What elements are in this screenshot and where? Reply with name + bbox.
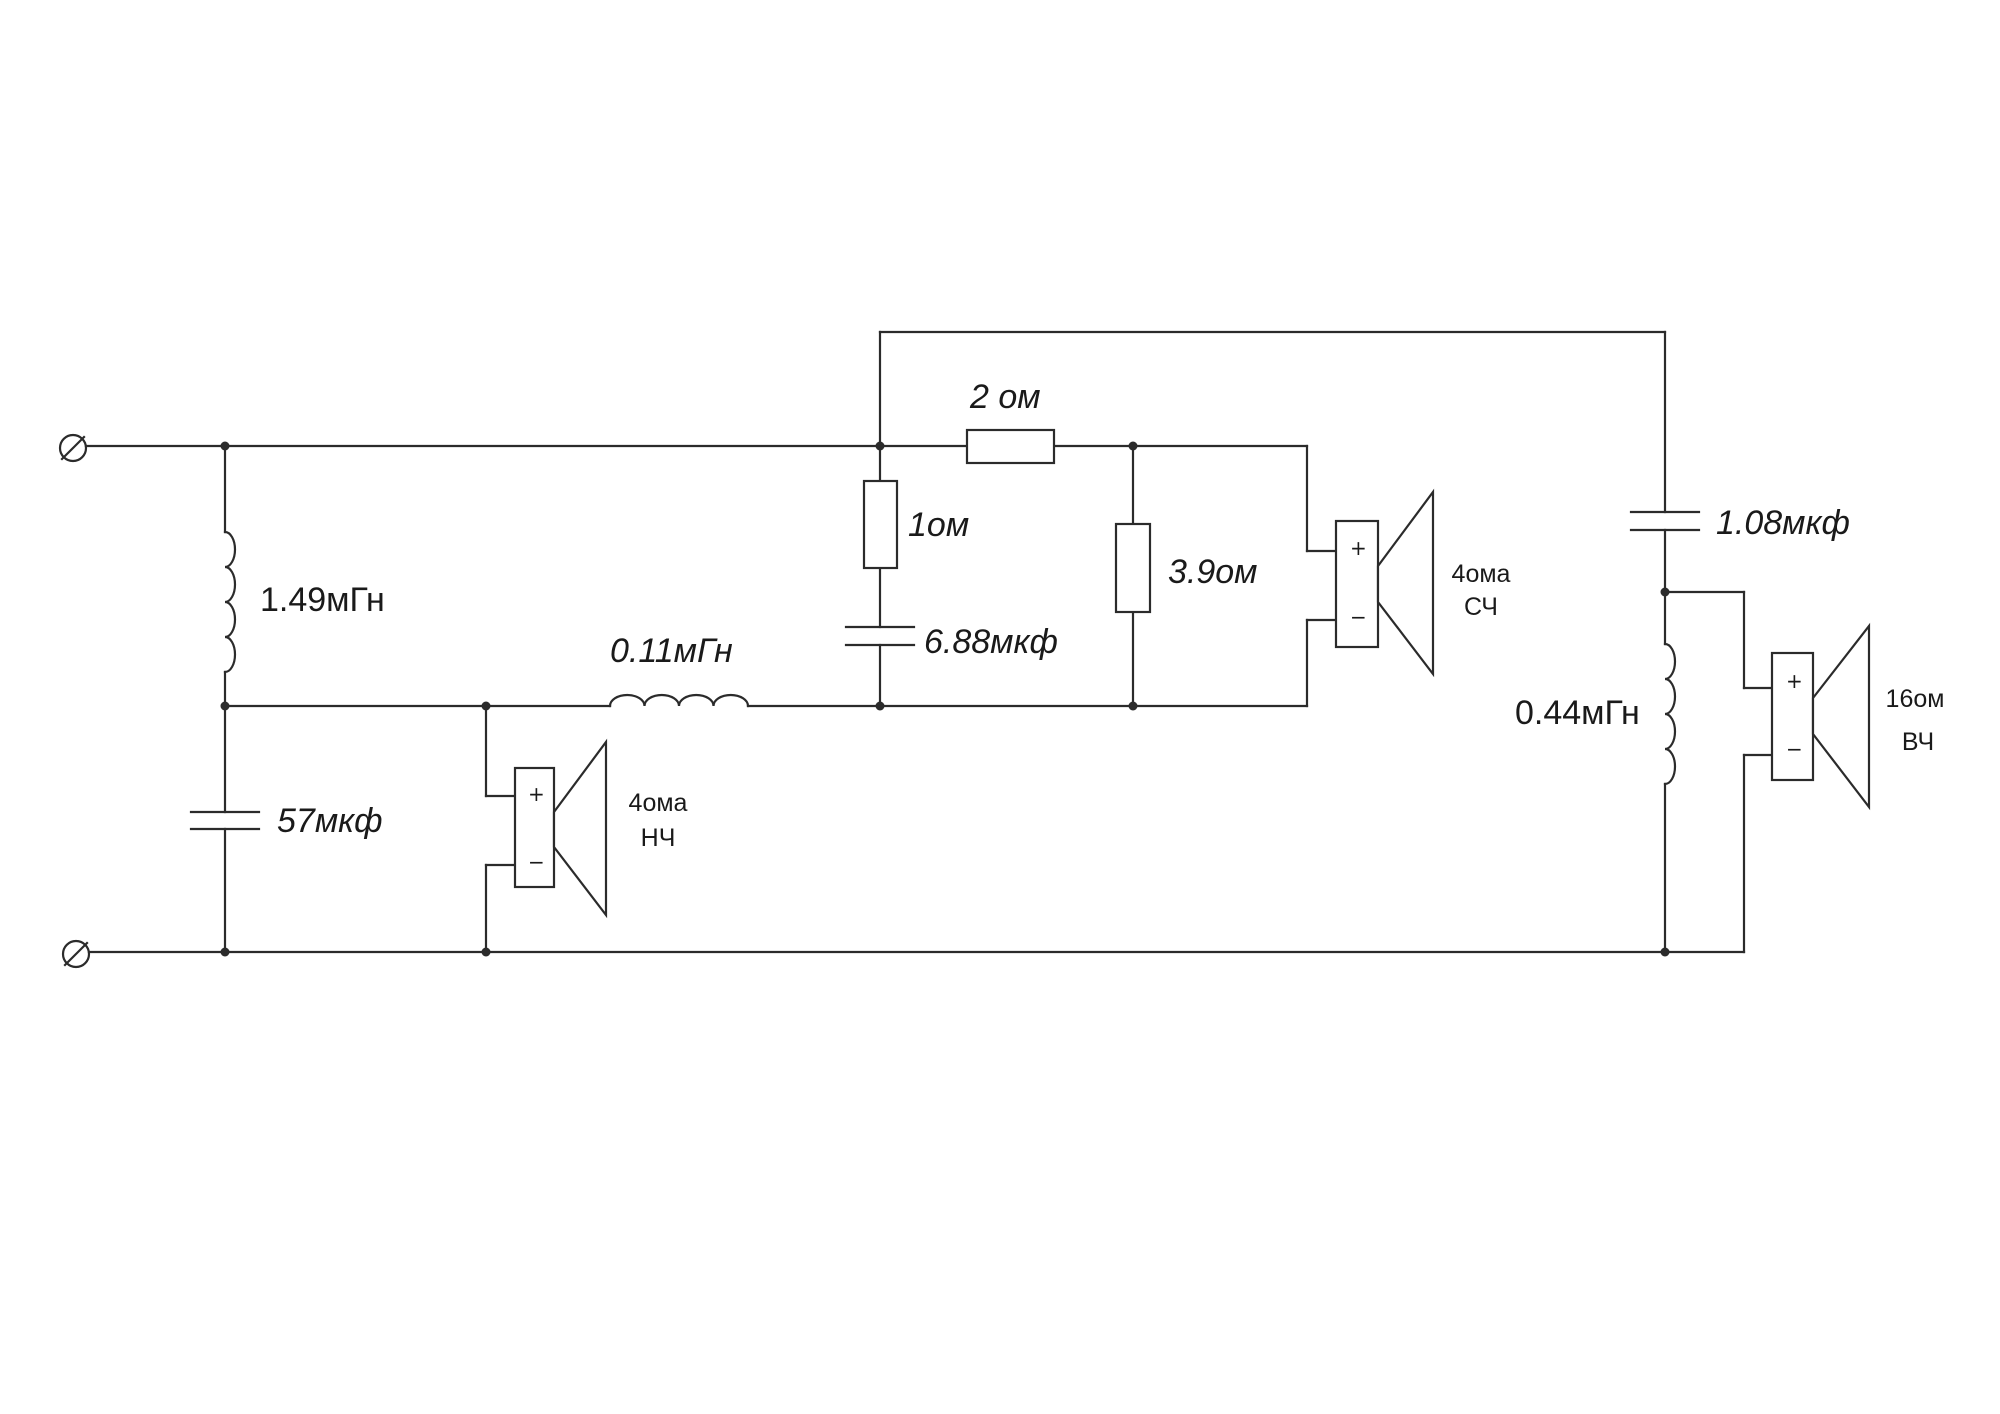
junctions xyxy=(220,441,1670,957)
speaker-low-plus: + xyxy=(528,782,545,806)
r2-label: 2 ом xyxy=(969,378,1041,416)
wires xyxy=(84,330,1774,954)
speaker-high: + − 16ом ВЧ xyxy=(1770,622,1945,811)
c1-label: 57мкф xyxy=(277,802,383,840)
capacitor-c3: 1.08мкф xyxy=(1629,504,1850,542)
l1-label: 1.49мГн xyxy=(260,581,385,619)
speaker-low-minus: − xyxy=(528,850,545,874)
speaker-mid-minus: − xyxy=(1350,605,1367,629)
c3-label: 1.08мкф xyxy=(1716,504,1850,542)
speaker-mid-impedance: 4ома xyxy=(1452,560,1511,588)
inductor-l1: 1.49мГн xyxy=(223,530,385,674)
l3-label: 0.44мГн xyxy=(1515,694,1640,732)
speaker-high-minus: − xyxy=(1786,737,1803,761)
input-terminal-bottom xyxy=(61,939,91,969)
speaker-mid: + − 4ома СЧ xyxy=(1334,488,1511,678)
speaker-low-band: НЧ xyxy=(641,824,676,852)
inductor-l3: 0.44мГн xyxy=(1515,642,1677,786)
capacitor-c2: 6.88мкф xyxy=(844,623,1058,661)
speaker-low: + − 4ома НЧ xyxy=(513,738,688,919)
speaker-high-plus: + xyxy=(1786,669,1803,693)
capacitor-c1: 57мкф xyxy=(189,802,383,840)
speaker-high-impedance: 16ом xyxy=(1886,685,1945,713)
l2-label: 0.11мГн xyxy=(610,632,733,670)
resistor-r2: 2 ом xyxy=(965,378,1056,465)
inductor-l2: 0.11мГн xyxy=(608,632,750,708)
r1-label: 1ом xyxy=(908,506,969,544)
speaker-mid-plus: + xyxy=(1350,536,1367,560)
speaker-high-band: ВЧ xyxy=(1902,728,1934,756)
r3-label: 3.9ом xyxy=(1168,553,1257,591)
resistor-r1: 1ом xyxy=(862,479,969,570)
c2-label: 6.88мкф xyxy=(924,623,1058,661)
input-terminal-top xyxy=(58,433,88,463)
resistor-r3: 3.9ом xyxy=(1114,522,1257,614)
speaker-mid-band: СЧ xyxy=(1464,593,1498,621)
speaker-low-impedance: 4ома xyxy=(629,789,688,817)
